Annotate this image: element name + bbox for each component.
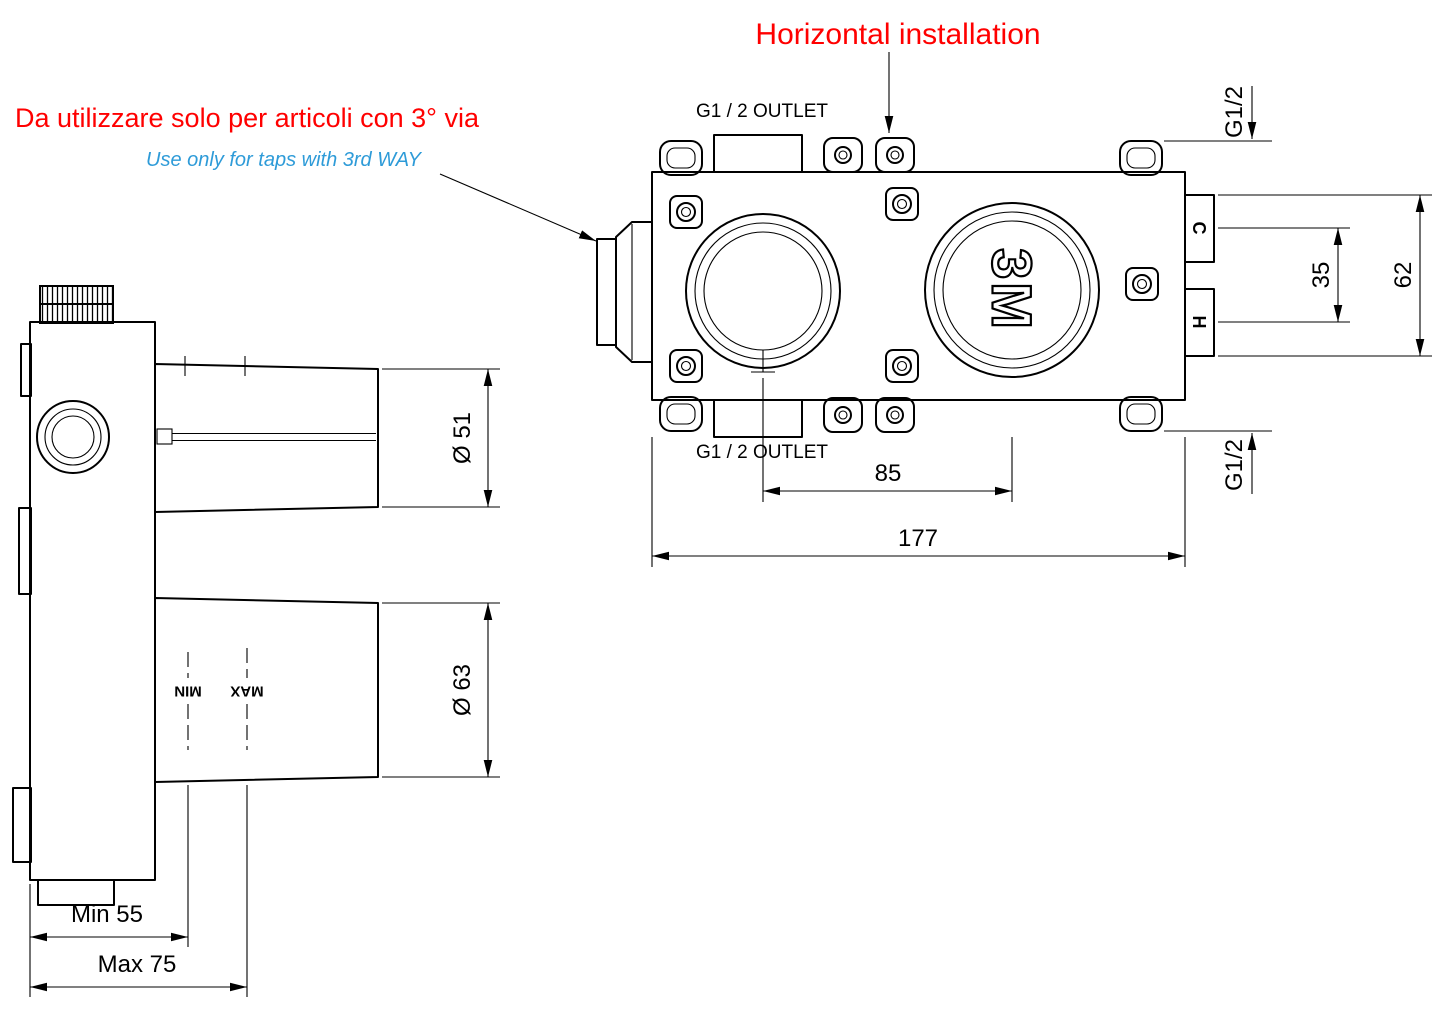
lower-cone	[154, 597, 379, 783]
minmax-centerlines	[187, 648, 248, 750]
hot-port-label: H	[1189, 316, 1209, 329]
front-view: 3M C H G1 / 2 OUTLET G1 / 2 OUTLET	[596, 101, 1215, 463]
cold-port: C	[1184, 194, 1215, 263]
dim-85-label: 85	[875, 460, 902, 487]
adjustment-knob	[39, 285, 114, 324]
note-italian: Da utilizzare solo per articoli con 3° v…	[15, 103, 480, 133]
dim-outlet-spacing: 85	[762, 378, 1013, 502]
dim-thread-top: G1/2	[1164, 86, 1272, 142]
dim-51-label: Ø 51	[449, 412, 476, 464]
dim-62-label: 62	[1390, 262, 1417, 289]
dim-port-distances: 35 62	[1218, 194, 1432, 357]
upper-cone	[154, 363, 379, 513]
note-english: Use only for taps with 3rd WAY	[146, 149, 423, 171]
max-mark: MAX	[230, 683, 263, 700]
dim-depth-max: Max 75	[30, 785, 248, 997]
dim-177-label: 177	[898, 525, 938, 552]
brand-logo: 3M	[981, 248, 1044, 332]
spindle	[156, 428, 376, 445]
thread-bottom-label: G1/2	[1221, 439, 1248, 491]
top-outlet-port	[713, 134, 803, 173]
dim-lower-diameter: Ø 63	[382, 602, 500, 778]
dim-35-label: 35	[1308, 262, 1335, 289]
hot-port: H	[1184, 288, 1215, 357]
dim-min55-label: Min 55	[71, 901, 143, 928]
dim-depth-min: Min 55	[29, 785, 189, 997]
dim-thread-bottom: G1/2	[1164, 430, 1272, 494]
side-dimensions: Ø 51 Ø 63 Min 55 Max 75	[29, 368, 500, 997]
bottom-outlet-label: G1 / 2 OUTLET	[696, 442, 828, 463]
dim-63-label: Ø 63	[449, 664, 476, 716]
top-outlet-label: G1 / 2 OUTLET	[696, 101, 828, 122]
screw-bosses	[669, 187, 1159, 383]
side-body-tabs	[12, 343, 32, 863]
third-way-connector	[596, 221, 653, 363]
page-title: Horizontal installation	[755, 18, 1040, 51]
bottom-outlet-port	[713, 399, 803, 438]
thread-top-label: G1/2	[1221, 86, 1248, 138]
dim-overall-width: 177	[651, 437, 1186, 567]
note-leader-arrow-icon	[439, 173, 597, 242]
side-view: MIN MAX	[12, 285, 379, 906]
min-mark: MIN	[174, 683, 202, 700]
dim-max75-label: Max 75	[98, 951, 177, 978]
side-outlet-circle	[36, 400, 110, 474]
cold-port-label: C	[1189, 222, 1209, 235]
front-dimensions: 85 177 G1/2 G1/2 35 62	[651, 86, 1432, 567]
center-lugs	[823, 137, 915, 433]
dim-upper-diameter: Ø 51	[382, 368, 500, 508]
right-valve-opening: 3M	[924, 202, 1100, 378]
mounting-lugs	[659, 140, 1163, 432]
annotations: Horizontal installation Da utilizzare so…	[15, 18, 1041, 242]
side-body-foot	[37, 879, 115, 906]
left-valve-opening	[685, 213, 841, 373]
